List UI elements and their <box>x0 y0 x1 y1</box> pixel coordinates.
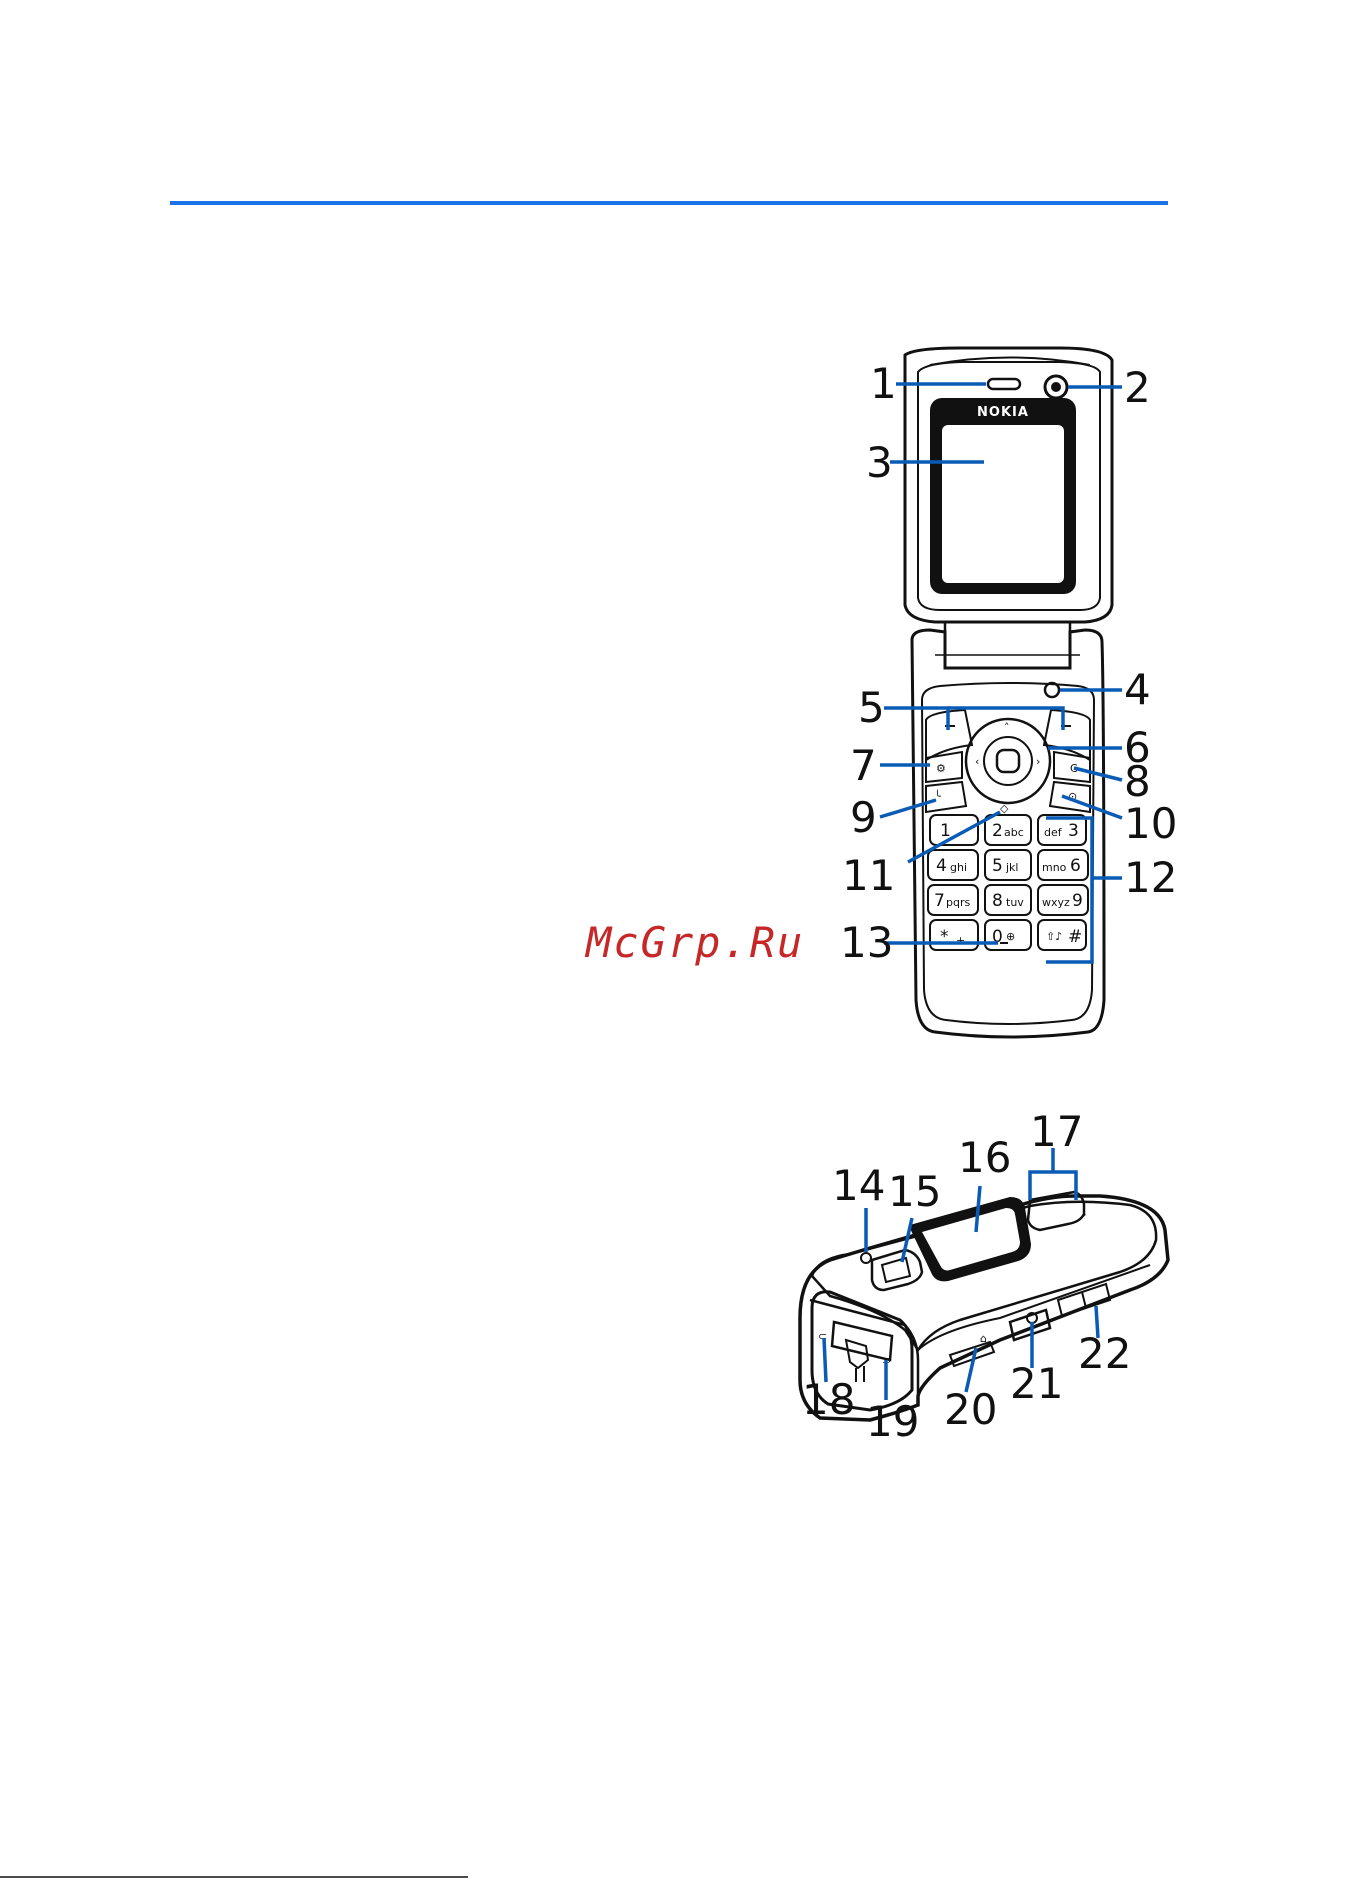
memory-slot-line <box>1082 1292 1086 1308</box>
key-star-sub: + <box>956 934 965 947</box>
label-7: 7 <box>850 741 877 790</box>
select-key-icon <box>997 750 1019 772</box>
label-12: 12 <box>1124 853 1177 902</box>
key-6-letters: mno <box>1042 861 1067 874</box>
key-9-label: 9 <box>1072 891 1083 911</box>
menu-key-icon: ⚙ <box>936 762 946 775</box>
label-3: 3 <box>866 438 893 487</box>
label-21: 21 <box>1010 1359 1063 1408</box>
rear-camera-lens-icon <box>882 1258 910 1282</box>
hinge <box>945 622 1070 668</box>
label-1: 1 <box>870 359 897 408</box>
key-5-label: 5 <box>992 856 1003 876</box>
main-display <box>942 425 1064 583</box>
callout-9 <box>880 800 936 817</box>
key-3-label: 3 <box>1068 821 1079 841</box>
key-2-label: 2 <box>992 821 1003 841</box>
label-22: 22 <box>1078 1329 1131 1378</box>
key-4-letters: ghi <box>950 861 967 874</box>
key-5-letters: jkl <box>1005 861 1018 874</box>
key-hash-label: # <box>1068 927 1082 947</box>
key-8-label: 8 <box>992 891 1003 911</box>
key-6-label: 6 <box>1070 856 1081 876</box>
number-keypad: 1 2 abc def 3 4 ghi 5 jkl mno 6 7 pqrs 8… <box>928 815 1088 950</box>
label-4: 4 <box>1124 665 1151 714</box>
right-softkey <box>1044 710 1090 760</box>
navi-key-inner <box>984 737 1032 785</box>
key-hash-icon: ⇧♪ <box>1046 930 1062 943</box>
label-17: 17 <box>1030 1107 1083 1156</box>
key-star <box>930 920 978 950</box>
call-key <box>926 782 966 812</box>
media-key-prev-icon: ‹ <box>1016 1208 1020 1221</box>
closed-phone-labels: 14 15 16 17 18 19 20 21 22 <box>802 1107 1131 1446</box>
callout-5 <box>884 708 948 730</box>
navi-up-icon: ˄ <box>1004 721 1010 734</box>
label-9: 9 <box>850 793 877 842</box>
brand-logo: NOKIA <box>977 405 1029 420</box>
rear-camera-icon <box>872 1250 922 1290</box>
key-4-label: 4 <box>936 856 947 876</box>
media-key-next-icon: › <box>1082 1208 1086 1221</box>
label-19: 19 <box>866 1397 919 1446</box>
key-9-letters: wxyz <box>1042 896 1070 909</box>
key-8-letters: tuv <box>1006 896 1024 909</box>
camera-flash-icon <box>861 1253 871 1263</box>
key-0-space-icon: ⊕ <box>1006 930 1015 943</box>
open-phone-illustration: NOKIA ˄ ‹ › ⚙ C ╰ ⊙ ◇ 1 <box>905 348 1112 1037</box>
label-20: 20 <box>944 1385 997 1434</box>
key-7-label: 7 <box>934 891 945 911</box>
key-2-letters: abc <box>1004 826 1024 839</box>
navi-right-icon: › <box>1036 755 1040 768</box>
label-11: 11 <box>842 851 895 900</box>
key-3-letters: def <box>1044 826 1063 839</box>
navi-left-icon: ‹ <box>975 755 979 768</box>
camera-lens-icon <box>1051 382 1061 392</box>
usb-port-icon: ⌂ <box>980 1332 987 1345</box>
earpiece-icon <box>988 379 1020 389</box>
watermark-text: McGrp.Ru <box>584 918 804 967</box>
label-13: 13 <box>840 918 893 967</box>
label-16: 16 <box>958 1133 1011 1182</box>
label-2: 2 <box>1124 363 1151 412</box>
key-1 <box>930 815 978 845</box>
key-7-letters: pqrs <box>946 896 970 909</box>
label-14: 14 <box>832 1161 885 1210</box>
label-10: 10 <box>1124 799 1177 848</box>
label-18: 18 <box>802 1375 855 1424</box>
browser-key-icon: ◇ <box>1000 802 1009 815</box>
label-5: 5 <box>858 683 885 732</box>
callout-8 <box>1074 768 1122 780</box>
keypad-surround <box>922 683 1094 1024</box>
label-15: 15 <box>888 1167 941 1216</box>
